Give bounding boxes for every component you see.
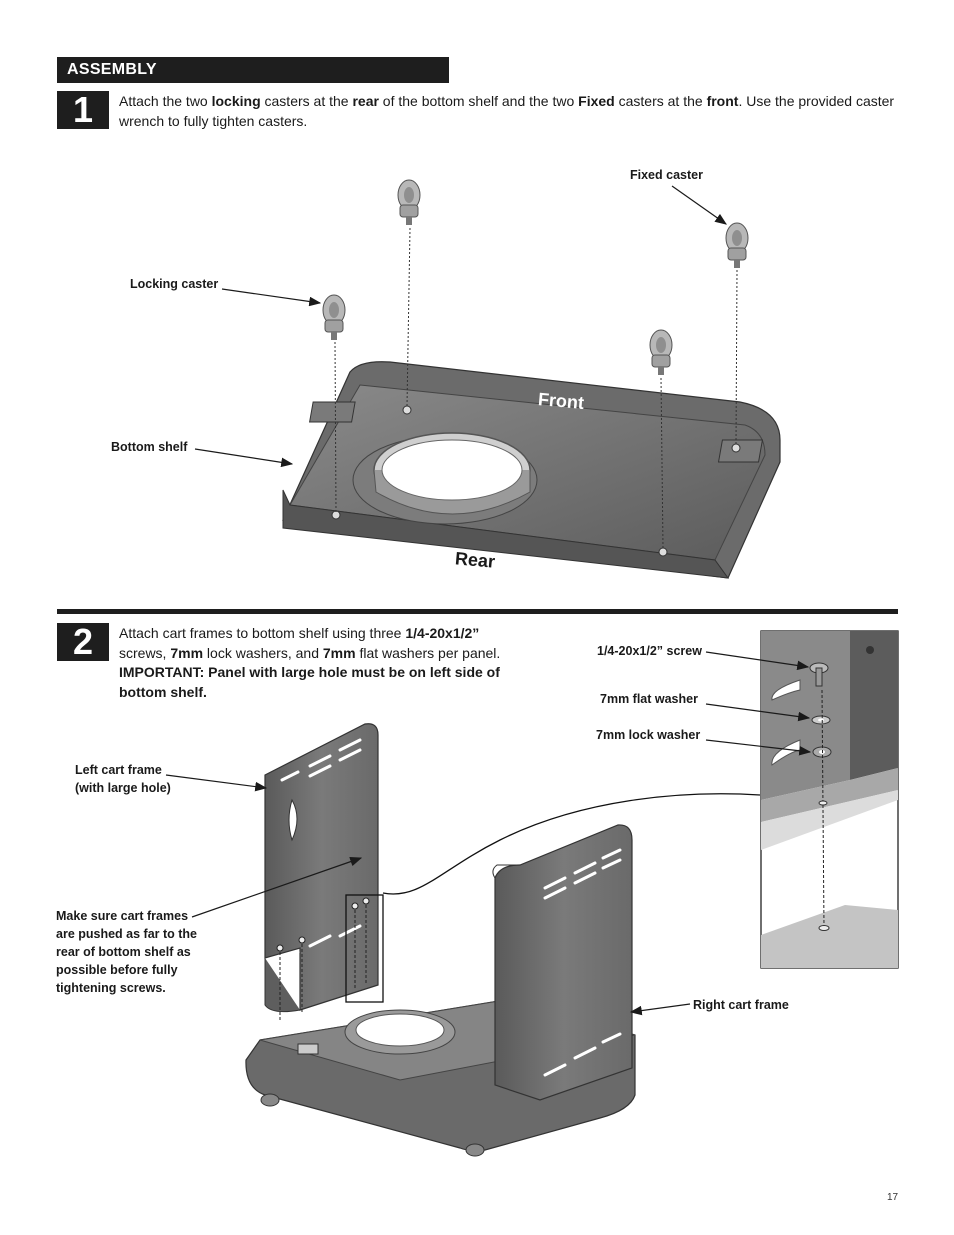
step-2-instructions: Attach cart frames to bottom shelf using… [119, 625, 501, 700]
callout-right-cart-frame: Right cart frame [693, 998, 789, 1012]
shelf-label-front: Front [537, 389, 585, 413]
callout-fixed-caster: Fixed caster [630, 168, 703, 182]
callout-flat-washer: 7mm flat washer [600, 692, 698, 706]
section-divider [57, 609, 898, 614]
page-number: 17 [887, 1192, 899, 1203]
shelf-label-rear: Rear [454, 548, 496, 572]
caster-rear-right [649, 329, 673, 376]
callout-screw: 1/4-20x1/2” screw [597, 644, 702, 658]
step-1-number: 1 [57, 91, 109, 129]
callout-push-frames-note: Make sure cart frames are pushed as far … [56, 909, 198, 995]
callout-left-cart-frame: Left cart frame (with large hole) [75, 763, 171, 795]
callout-lock-washer: 7mm lock washer [596, 728, 701, 742]
section-title: ASSEMBLY [67, 61, 157, 78]
caster-front-right [725, 222, 749, 269]
step-2-number: 2 [57, 623, 109, 661]
callout-locking-caster: Locking caster [130, 277, 219, 291]
important-note: IMPORTANT: Panel with large hole must be… [119, 664, 500, 700]
caster-front-left [397, 179, 421, 226]
cart-drawing [245, 723, 761, 1157]
caster-rear-left [322, 294, 346, 341]
section-header: ASSEMBLY [57, 57, 449, 83]
step-1-instructions: Attach the two locking casters at the re… [119, 93, 895, 129]
callout-bottom-shelf: Bottom shelf [111, 440, 188, 454]
caster-guide-lines [334, 227, 738, 549]
bottom-shelf-drawing [282, 361, 781, 579]
screw-detail-zoom [760, 630, 899, 969]
